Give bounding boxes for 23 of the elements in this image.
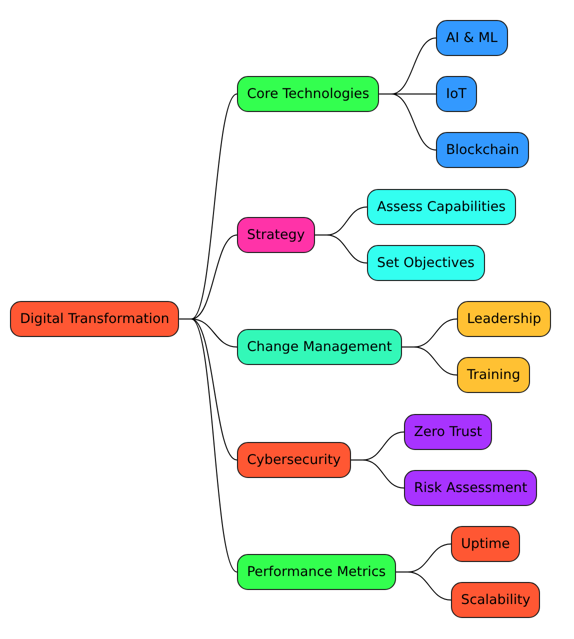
topic-node: Core Technologies bbox=[237, 76, 380, 112]
connector-line bbox=[314, 234, 368, 264]
topic-node: Leadership bbox=[457, 301, 552, 337]
topic-node: Zero Trust bbox=[404, 414, 492, 450]
connector-line bbox=[395, 572, 452, 600]
topic-node: Risk Assessment bbox=[404, 470, 538, 506]
topic-node: Scalability bbox=[451, 582, 540, 618]
topic-node: Blockchain bbox=[436, 132, 530, 168]
topic-node: AI & ML bbox=[436, 20, 508, 56]
topic-node: Cybersecurity bbox=[237, 442, 351, 478]
connector-line bbox=[350, 460, 404, 488]
topic-node: IoT bbox=[436, 76, 476, 112]
topic-node: Change Management bbox=[237, 329, 402, 365]
topic-node: Training bbox=[457, 357, 530, 393]
topic-node: Digital Transformation bbox=[10, 301, 180, 337]
topic-node: Strategy bbox=[237, 217, 315, 253]
topic-node: Set Objectives bbox=[367, 245, 485, 281]
connector-line bbox=[378, 94, 436, 150]
connector-line bbox=[178, 318, 238, 572]
topic-node: Performance Metrics bbox=[237, 554, 396, 590]
topic-node: Uptime bbox=[451, 526, 520, 562]
connector-line bbox=[401, 346, 458, 376]
topic-node: Assess Capabilities bbox=[367, 189, 516, 225]
